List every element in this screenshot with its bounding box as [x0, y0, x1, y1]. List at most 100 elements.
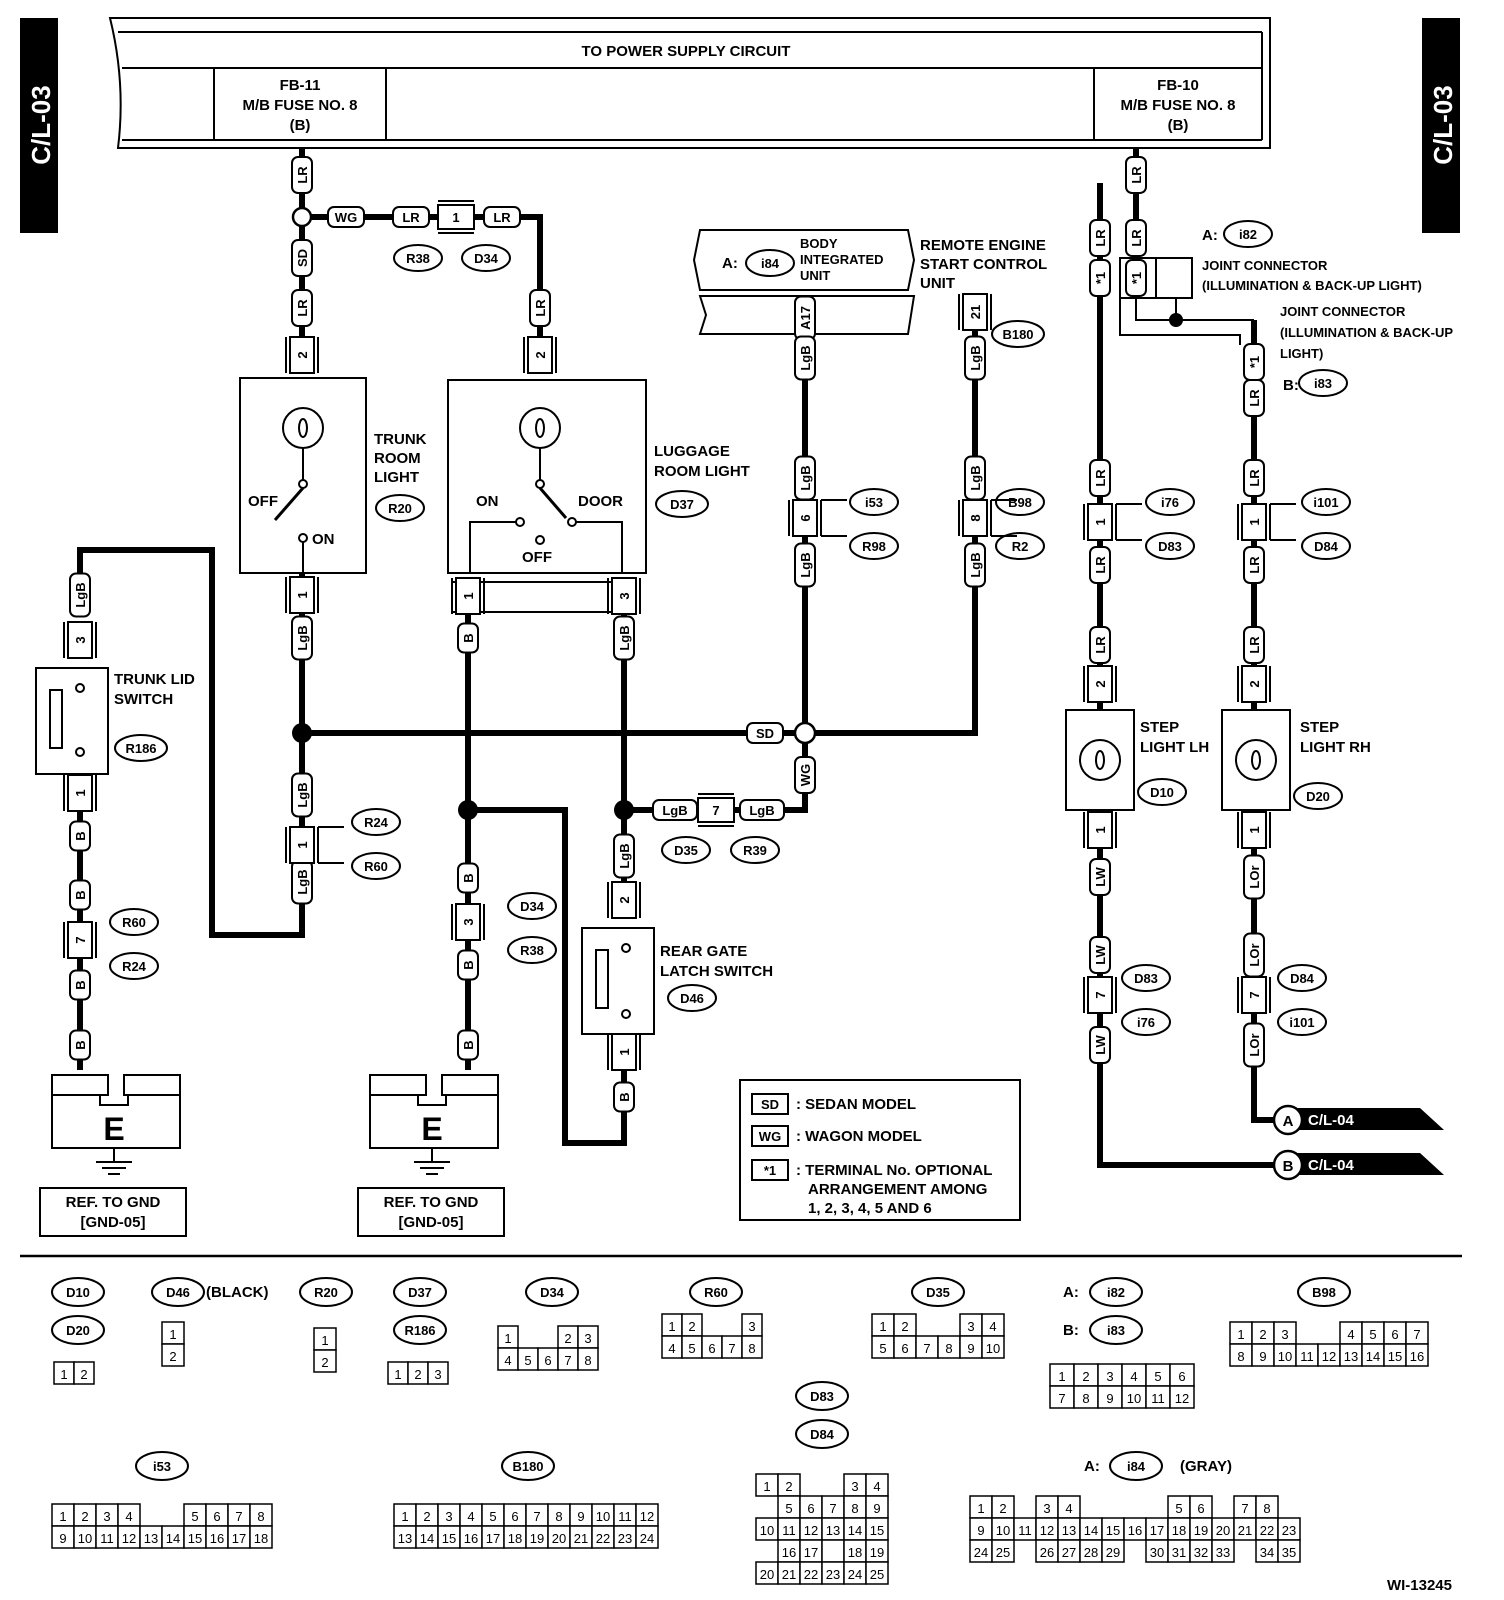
svg-text:9: 9: [967, 1341, 974, 1356]
connector-bracket: [1116, 503, 1142, 541]
svg-text:4: 4: [668, 1341, 675, 1356]
connector-oval: D46: [667, 984, 717, 1012]
svg-text:2: 2: [169, 1349, 176, 1364]
svg-text:6: 6: [213, 1509, 220, 1524]
svg-text:1: 1: [879, 1319, 886, 1334]
connector-oval: R24: [351, 808, 401, 836]
svg-text:*1: *1: [1093, 272, 1108, 284]
svg-text:LIGHT): LIGHT): [1280, 346, 1323, 361]
svg-text:5: 5: [785, 1501, 792, 1516]
wire-tag: LR: [291, 156, 313, 194]
svg-text:LUGGAGE: LUGGAGE: [654, 443, 730, 460]
svg-text:9: 9: [1106, 1391, 1113, 1406]
svg-text:M/B FUSE NO. 8: M/B FUSE NO. 8: [242, 97, 357, 114]
svg-text:LW: LW: [1093, 945, 1108, 965]
svg-text:1: 1: [169, 1327, 176, 1342]
svg-text:2: 2: [564, 1331, 571, 1346]
svg-text:*1: *1: [1129, 272, 1144, 284]
svg-text:C/L-04: C/L-04: [1308, 1157, 1355, 1174]
pin-box: 6: [788, 499, 822, 537]
pin-box: 1: [285, 576, 319, 614]
svg-text:LR: LR: [1129, 166, 1144, 184]
svg-text:5: 5: [688, 1341, 695, 1356]
wire-tag: LgB: [964, 542, 986, 588]
connector-oval: D84: [1301, 532, 1351, 560]
svg-text:1: 1: [295, 841, 310, 848]
wire-tag: LR: [1125, 156, 1147, 194]
pin-box: 1: [1237, 811, 1271, 849]
svg-text:M/B FUSE NO. 8: M/B FUSE NO. 8: [1120, 97, 1235, 114]
connector-view-label: D20: [51, 1315, 105, 1345]
svg-text:LgB: LgB: [295, 869, 310, 894]
connector-oval: D35: [661, 836, 711, 864]
svg-text:LR: LR: [402, 210, 420, 225]
svg-text:5: 5: [191, 1509, 198, 1524]
svg-text:2: 2: [414, 1367, 421, 1382]
svg-text:8: 8: [1082, 1391, 1089, 1406]
svg-text:LgB: LgB: [73, 582, 88, 607]
svg-text:19: 19: [1194, 1523, 1208, 1538]
svg-text:(B): (B): [290, 117, 311, 134]
svg-text:15: 15: [442, 1531, 456, 1546]
connector-pin-grid: 12: [161, 1321, 185, 1367]
svg-text:LOr: LOr: [1247, 1033, 1262, 1056]
svg-text:23: 23: [826, 1567, 840, 1582]
wire-tag: LR: [392, 206, 430, 228]
svg-text:17: 17: [232, 1531, 246, 1546]
svg-text:6: 6: [807, 1501, 814, 1516]
prefix-a: A:: [1063, 1284, 1079, 1301]
svg-text:LIGHT RH: LIGHT RH: [1300, 739, 1371, 756]
svg-text:1: 1: [977, 1501, 984, 1516]
wire-tag: B: [457, 622, 479, 654]
wire-tag: LW: [1089, 1026, 1111, 1064]
svg-text:7: 7: [1093, 991, 1108, 998]
svg-text:17: 17: [1150, 1523, 1164, 1538]
svg-text:7: 7: [923, 1341, 930, 1356]
svg-text:10: 10: [986, 1341, 1000, 1356]
pin-box: 7: [1083, 976, 1117, 1014]
svg-text:9: 9: [1259, 1349, 1266, 1364]
svg-text:4: 4: [873, 1479, 880, 1494]
wire-tag: LR: [1243, 546, 1265, 584]
svg-text:SWITCH: SWITCH: [114, 691, 173, 708]
connector-oval: D84: [1277, 964, 1327, 992]
svg-text:*1: *1: [1247, 356, 1262, 368]
svg-text:D20: D20: [1306, 789, 1330, 804]
svg-text:i82: i82: [1107, 1285, 1125, 1300]
svg-text:20: 20: [1216, 1523, 1230, 1538]
svg-text:REAR GATE: REAR GATE: [660, 943, 747, 960]
svg-text:R38: R38: [406, 251, 430, 266]
pin-box: 2: [607, 881, 641, 919]
svg-text:3: 3: [1106, 1369, 1113, 1384]
svg-text:UNIT: UNIT: [800, 268, 830, 283]
rear-gate-latch-switch: REAR GATE LATCH SWITCH: [581, 927, 773, 1035]
connector-view-label: D84: [795, 1419, 849, 1449]
svg-text:LIGHT: LIGHT: [374, 469, 419, 486]
wire-tag: LOr: [1243, 1022, 1265, 1068]
svg-text:[GND-05]: [GND-05]: [398, 1214, 463, 1231]
svg-text:UNIT: UNIT: [920, 275, 955, 292]
svg-text:12: 12: [1322, 1349, 1336, 1364]
svg-text:28: 28: [1084, 1545, 1098, 1560]
svg-text:6: 6: [901, 1341, 908, 1356]
svg-text:R98: R98: [862, 539, 886, 554]
wire-tag: *1: [1243, 343, 1265, 381]
svg-text:16: 16: [782, 1545, 796, 1560]
svg-text:3: 3: [103, 1509, 110, 1524]
svg-text:23: 23: [1282, 1523, 1296, 1538]
connector-view-label: D35: [911, 1277, 965, 1307]
svg-text:8: 8: [257, 1509, 264, 1524]
svg-text:34: 34: [1260, 1545, 1274, 1560]
svg-text:i83: i83: [1107, 1323, 1125, 1338]
svg-text:13: 13: [398, 1531, 412, 1546]
svg-text:4: 4: [467, 1509, 474, 1524]
svg-text:LgB: LgB: [617, 625, 632, 650]
svg-text:LW: LW: [1093, 867, 1108, 887]
pin-box: 7: [63, 921, 97, 959]
wire-tag: LgB: [291, 859, 313, 905]
svg-text:REF. TO GND: REF. TO GND: [384, 1194, 479, 1211]
svg-text:D83: D83: [1134, 971, 1158, 986]
svg-text:LR: LR: [493, 210, 511, 225]
svg-text:R24: R24: [364, 815, 389, 830]
